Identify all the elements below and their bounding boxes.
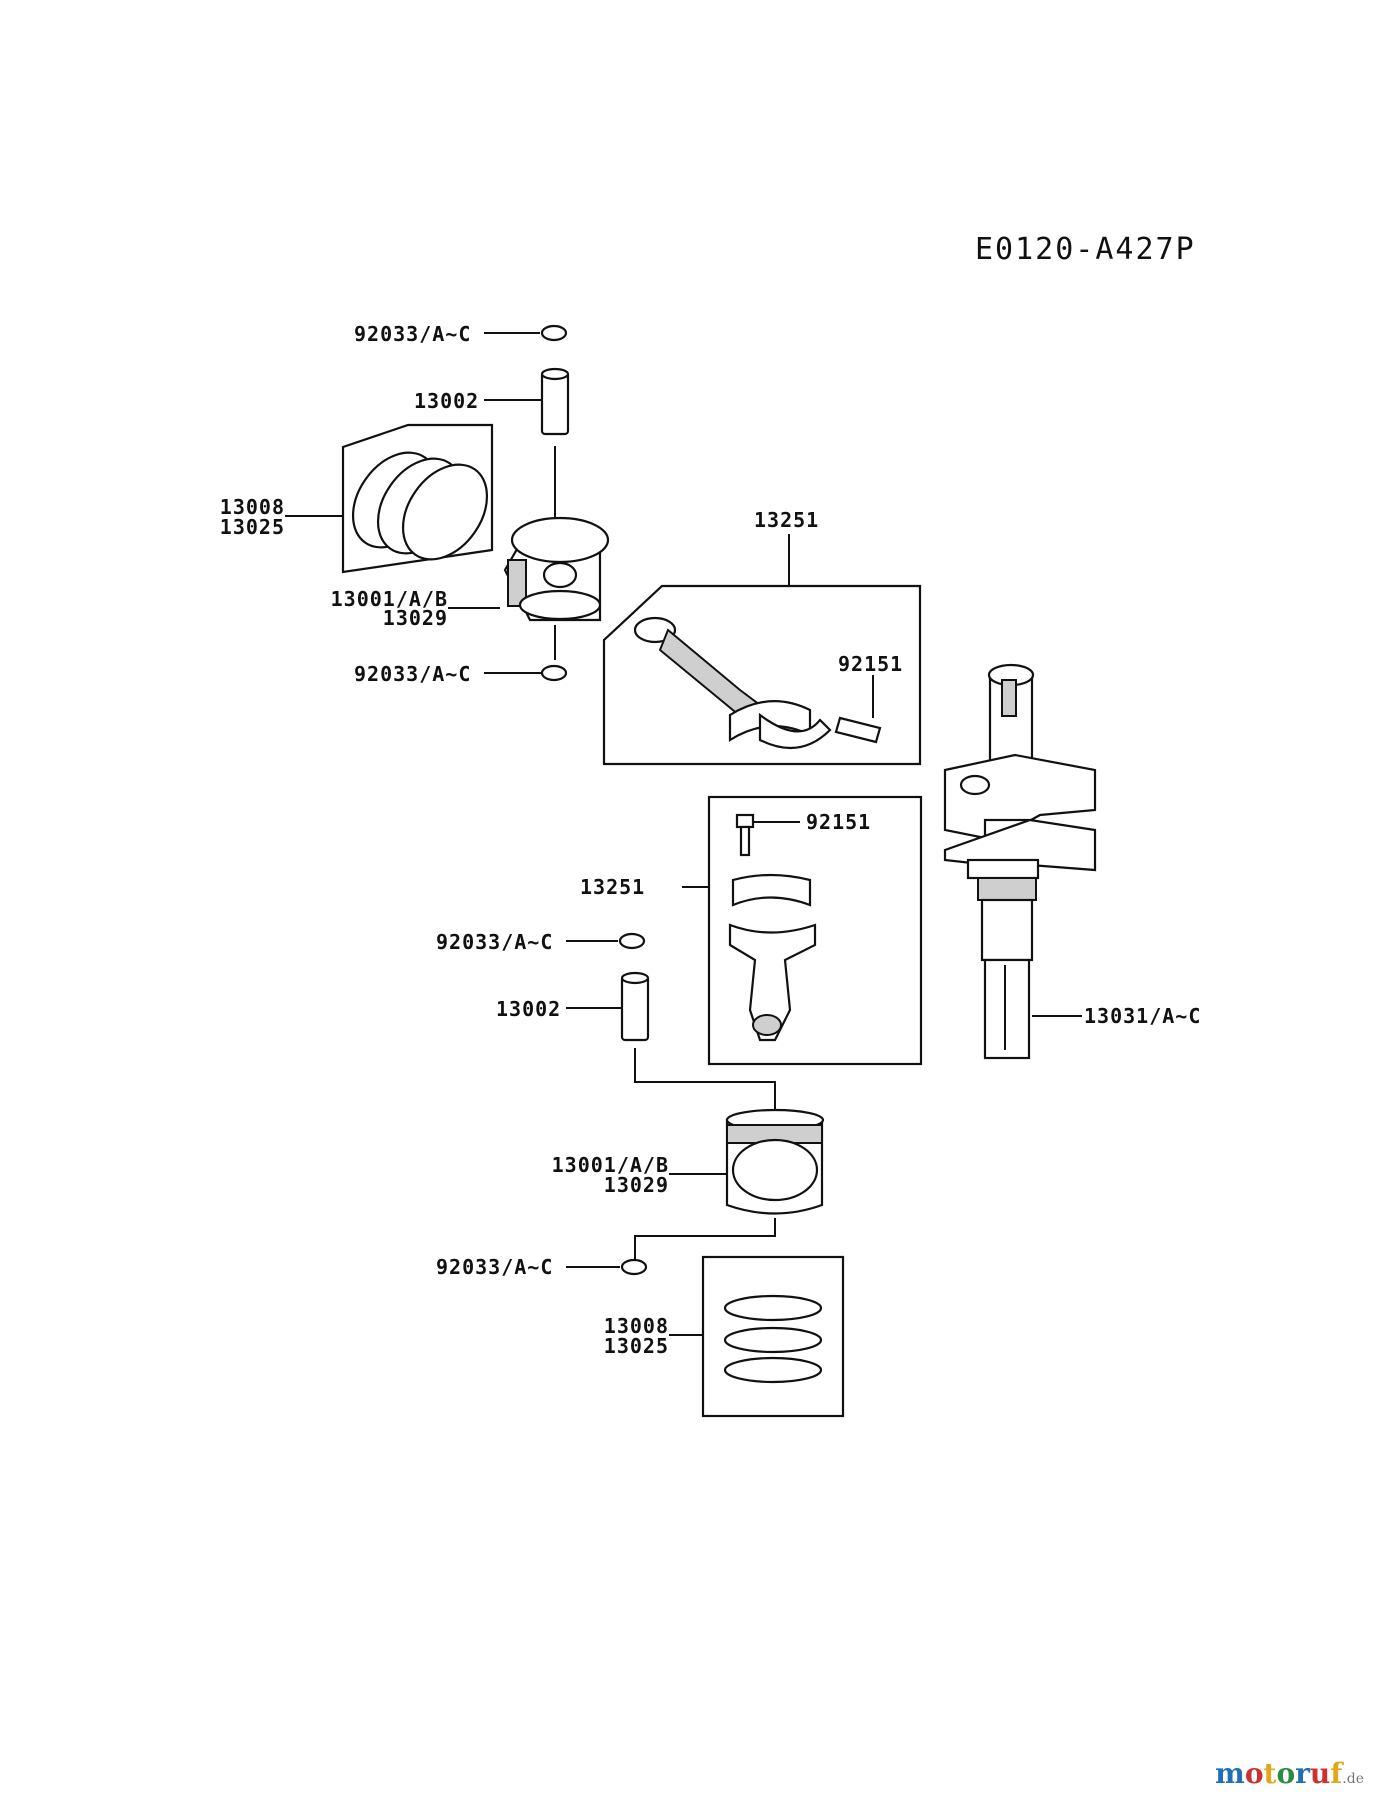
label-rings-upper-b: 13025 xyxy=(219,515,285,539)
label-conrod-lower: 13251 xyxy=(580,875,646,899)
watermark-logo: motoruf.de xyxy=(1215,1757,1364,1790)
piston-pin-lower xyxy=(566,971,776,1110)
piston-lower xyxy=(634,1108,825,1262)
circlip-lower-1 xyxy=(566,932,646,950)
label-rings-upper-a: 13008 xyxy=(219,495,285,519)
label-bolt-upper: 92151 xyxy=(838,652,904,676)
piston-rings-lower xyxy=(669,1255,845,1418)
diagram-code: E0120-A427P xyxy=(975,232,1196,267)
connecting-rod-lower xyxy=(682,795,923,1066)
piston-rings-upper xyxy=(285,423,494,574)
label-rings-lower-b: 13025 xyxy=(603,1334,669,1358)
label-piston-pin-upper: 13002 xyxy=(414,389,480,413)
circlip-lower-2 xyxy=(566,1258,648,1276)
connecting-rod-upper xyxy=(602,534,922,766)
piston-pin-upper xyxy=(484,367,570,520)
label-conrod-upper: 13251 xyxy=(754,508,820,532)
label-piston-lower-b: 13029 xyxy=(603,1173,669,1197)
label-circlip-lower-2: 92033/A~C xyxy=(436,1255,554,1279)
label-rings-lower-a: 13008 xyxy=(603,1314,669,1338)
label-bolt-lower: 92151 xyxy=(806,810,872,834)
crankshaft xyxy=(943,663,1097,1060)
label-piston-lower-a: 13001/A/B xyxy=(551,1153,669,1177)
label-piston-pin-lower: 13002 xyxy=(496,997,562,1021)
label-circlip-upper-2: 92033/A~C xyxy=(354,662,472,686)
label-piston-upper-a: 13001/A/B xyxy=(330,587,448,611)
label-circlip-lower-1: 92033/A~C xyxy=(436,930,554,954)
circlip-upper-2 xyxy=(484,664,568,682)
label-piston-upper-b: 13029 xyxy=(382,606,448,630)
piston-upper xyxy=(448,516,610,660)
label-crankshaft: 13031/A~C xyxy=(1084,1004,1202,1028)
label-circlip-upper-1: 92033/A~C xyxy=(354,322,472,346)
circlip-upper-1 xyxy=(484,324,568,342)
